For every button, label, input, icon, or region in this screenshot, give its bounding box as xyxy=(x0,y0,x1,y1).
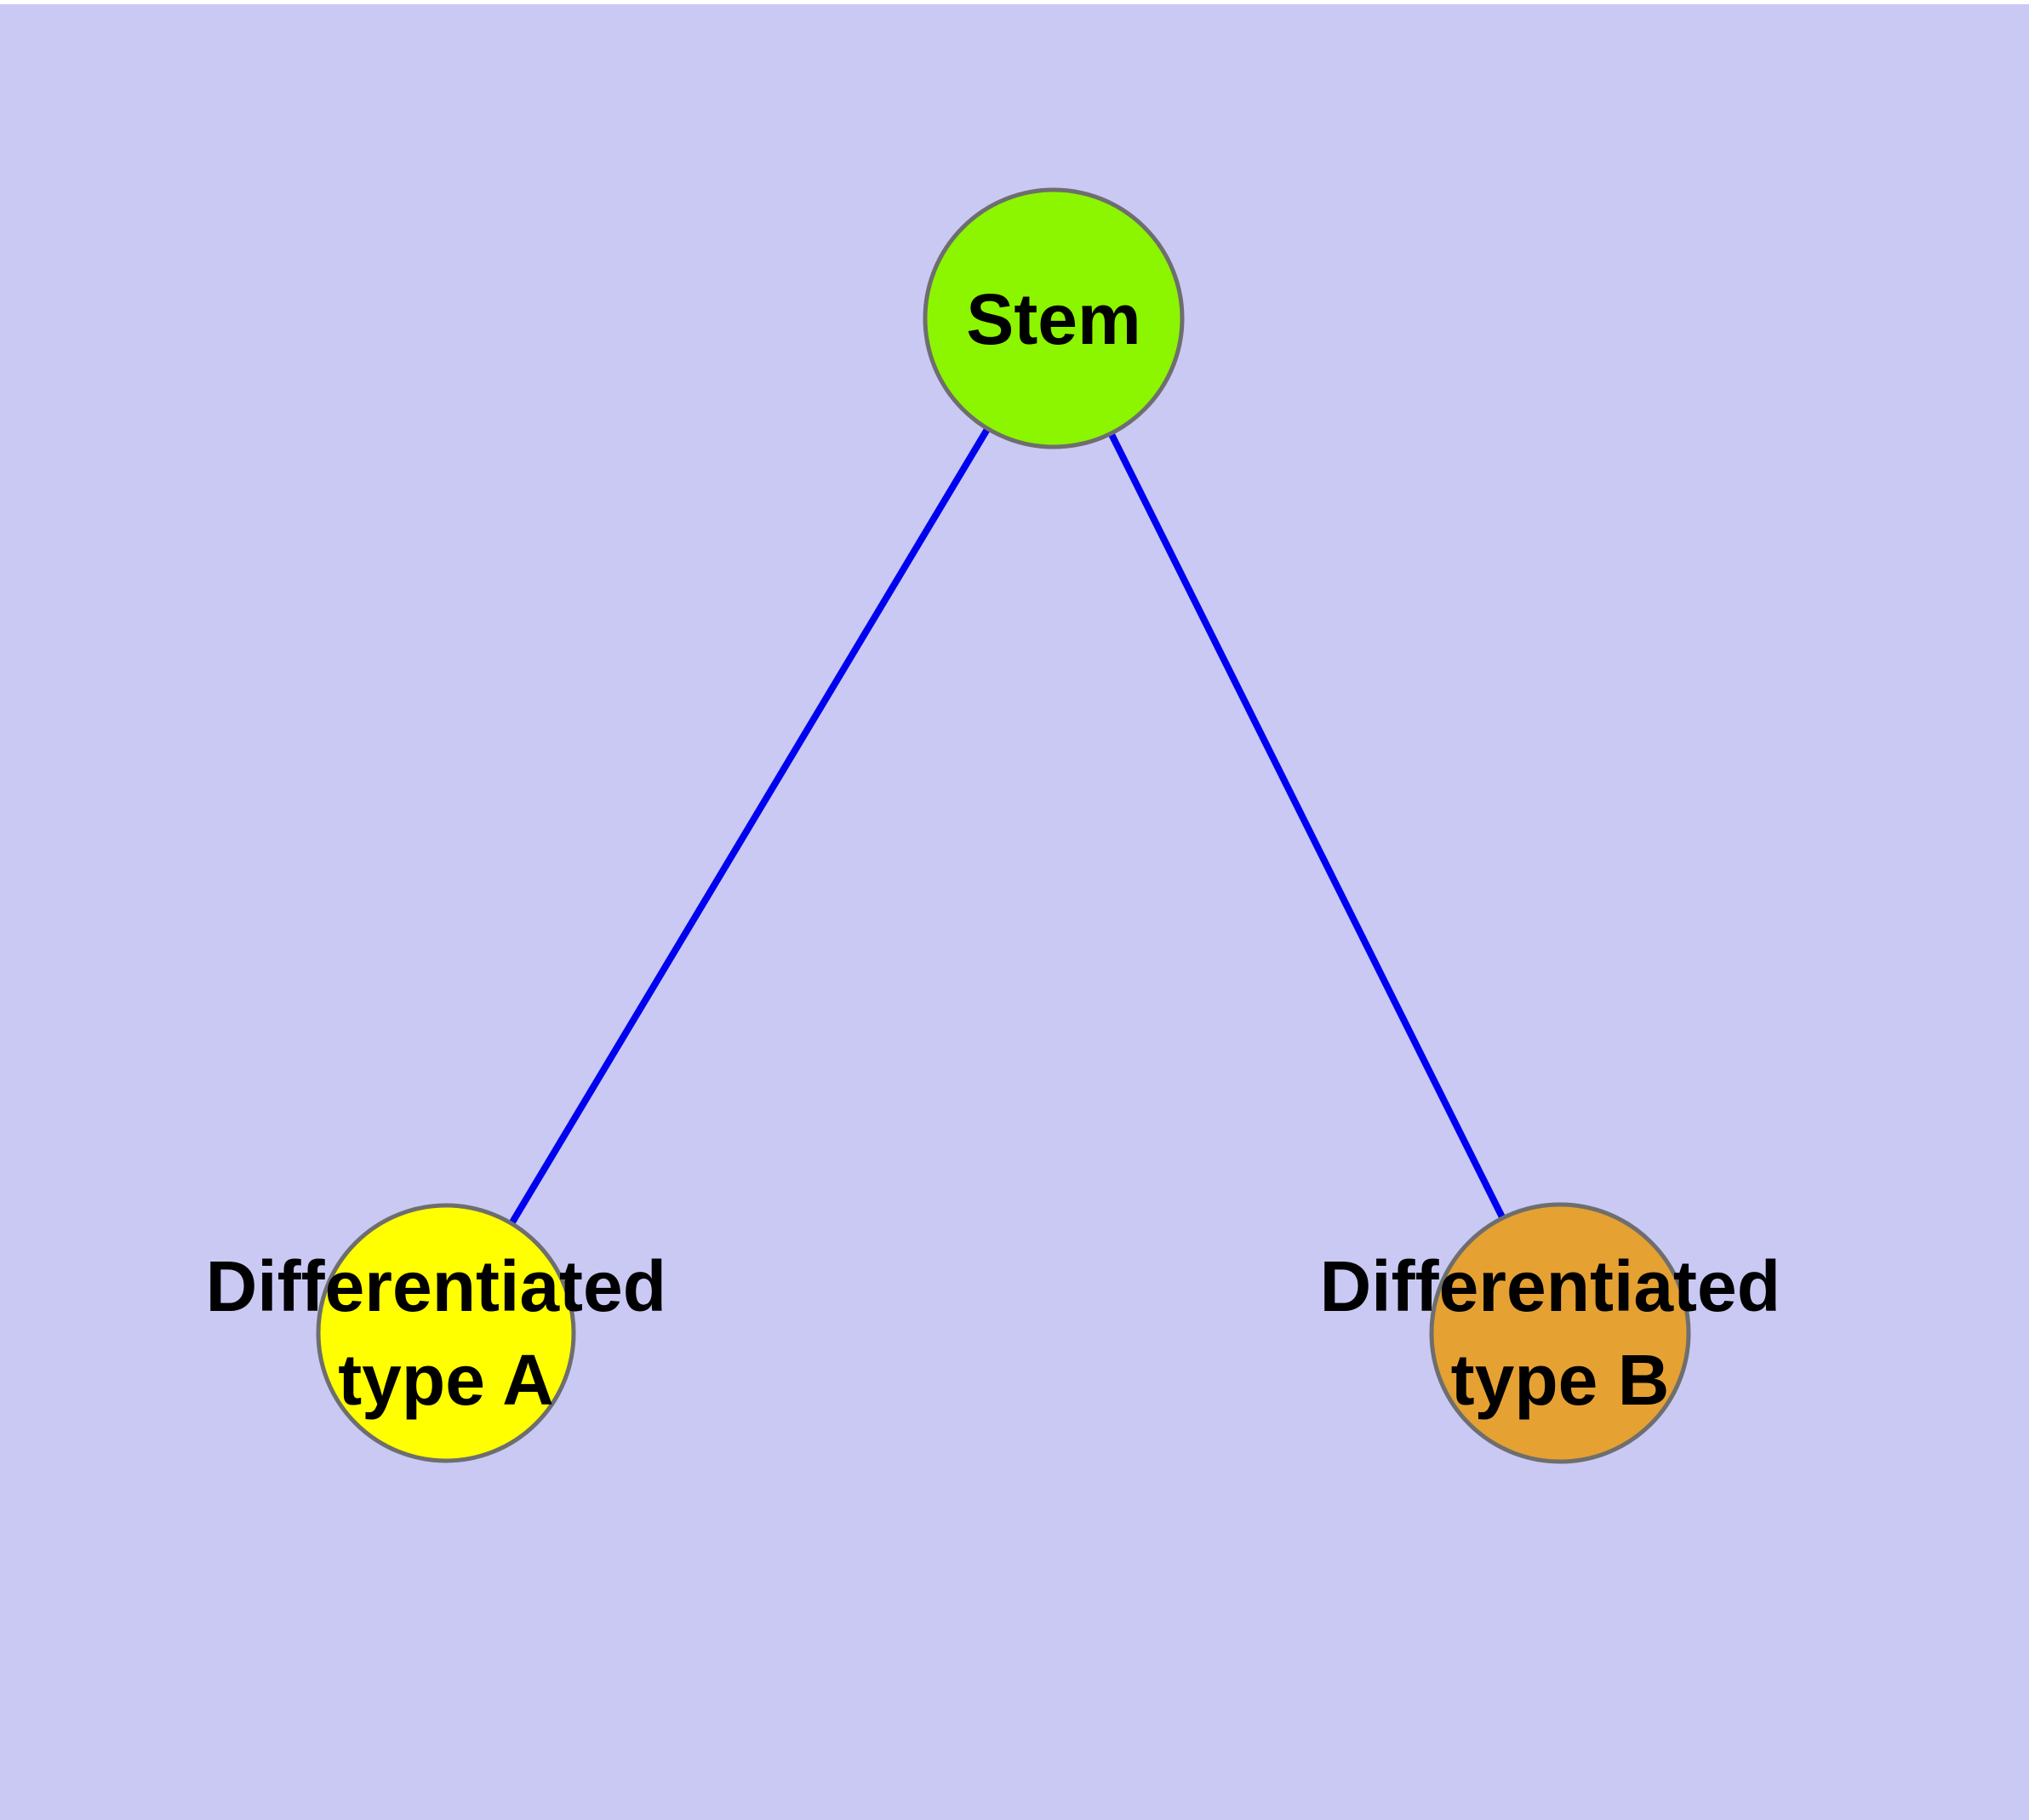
node-stem-label: Stem xyxy=(966,279,1140,359)
node-differentiated-type-b: Differentiated type B xyxy=(1320,1202,1801,1464)
node-differentiated-type-b-label-line1: Differentiated xyxy=(1320,1246,1780,1326)
node-differentiated-type-a-circle xyxy=(316,1203,576,1463)
node-differentiated-type-a-label-line1: Differentiated xyxy=(206,1246,666,1326)
node-differentiated-type-b-circle xyxy=(1429,1202,1691,1464)
node-differentiated-type-a-label: Differentiated type A xyxy=(206,1246,687,1420)
node-differentiated-type-b-label-line2: type B xyxy=(1451,1340,1670,1420)
node-stem-circle xyxy=(923,187,1185,449)
edge-stem-to-type-a xyxy=(443,316,1057,1336)
node-differentiated-type-a: Differentiated type A xyxy=(206,1203,687,1463)
edge-stem-to-type-b xyxy=(1050,317,1563,1335)
node-stem: Stem xyxy=(923,187,1185,449)
node-differentiated-type-b-label: Differentiated type B xyxy=(1320,1246,1801,1420)
edges-layer xyxy=(443,316,1563,1336)
node-differentiated-type-a-label-line2: type A xyxy=(338,1340,554,1420)
